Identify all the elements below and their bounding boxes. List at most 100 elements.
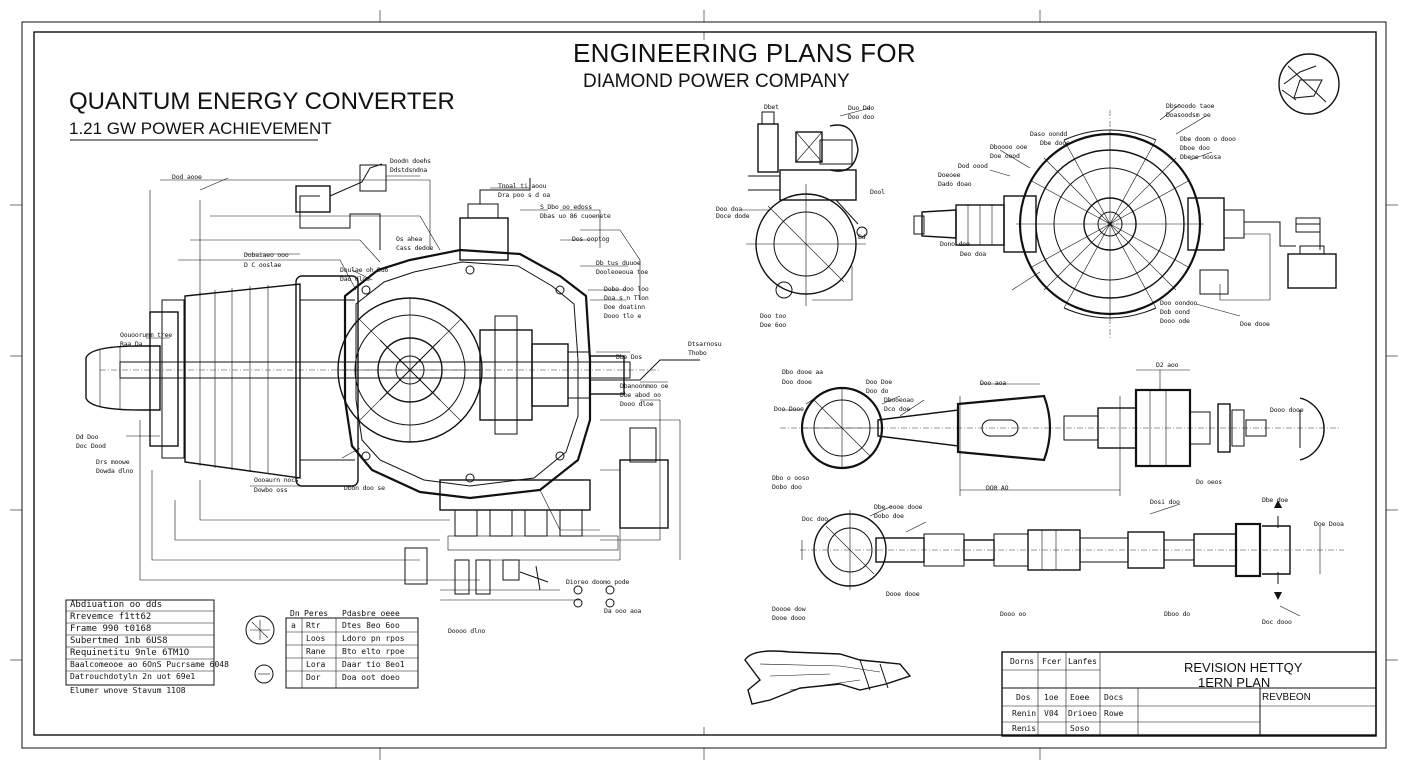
symbol-legend: [245, 615, 275, 684]
callout-label: Dobaiaeo ooo: [244, 251, 289, 259]
component-sketch: [744, 650, 912, 705]
callout-label: Oooaurn nocs: [254, 476, 299, 484]
title-block-frame: [1001, 651, 1377, 737]
callout-label: Doo do: [866, 387, 889, 395]
callout-label: Dboooo ooe: [990, 143, 1028, 151]
callout-label: D2 aoo: [1156, 361, 1179, 369]
project-subtitle: 1.21 GW POWER ACHIEVEMENT: [69, 119, 332, 138]
callout-label: Dob oond: [1160, 308, 1190, 316]
callout-label: Dos ooptog: [572, 235, 610, 243]
callout-label: Dra poo s d oa: [498, 191, 550, 199]
legend-table-header: Abdiuation oo dds: [70, 600, 163, 610]
callout-label: Dbeoe ooosa: [1180, 153, 1221, 161]
callout-label: Doo dooe: [782, 378, 812, 386]
title-block-cell: Eoee: [1070, 693, 1090, 702]
callout-label: Doe doatinn: [604, 303, 645, 311]
callout-label: Thobo: [688, 349, 707, 357]
callout-label: Dado doao: [938, 180, 972, 188]
callout-label: Dooe dooe: [886, 590, 920, 598]
callout-label: Dooo dloe: [620, 400, 654, 408]
callout-label: Dbet: [764, 103, 779, 111]
sheet-title-line2: DIAMOND POWER COMPANY: [583, 71, 850, 92]
sheet-border: [10, 10, 1398, 760]
callout-label: Doe 6oo: [760, 321, 786, 329]
callout-label: Doc doo: [802, 515, 828, 523]
callout-label: Do oeos: [1196, 478, 1222, 486]
callout-label: Dbe dooe: [1040, 139, 1070, 147]
parts-cell: Loos: [306, 634, 326, 643]
callout-label: Drs moowe: [96, 458, 130, 466]
callout-label: Dboe doo: [1180, 144, 1210, 152]
title-block-cell: Drioeo: [1068, 709, 1097, 718]
callout-label: Dco doe: [884, 405, 910, 413]
callout-label: Dobo doo: [772, 483, 802, 491]
callout-label: Dbooeoao: [884, 396, 914, 404]
callout-label: Doc Dood: [76, 442, 106, 450]
title-block-cell: Soso: [1070, 724, 1090, 733]
title-block-cell: Rowe: [1104, 709, 1124, 718]
callout-label: Dbe oooe dooe: [874, 503, 923, 511]
callout-label: Doe oood: [990, 152, 1020, 160]
callout-label: Os ahea: [396, 235, 422, 243]
callout-label: Dbsooodo taoe: [1166, 102, 1215, 110]
output-shaft-drawing: [800, 500, 1344, 617]
callout-label: Dooleoeoua toe: [596, 268, 648, 276]
callout-label: Dobo doe: [874, 512, 904, 520]
callout-label: Oouoorumm tree: [120, 331, 172, 339]
callout-label: Dd Doo: [76, 433, 99, 441]
parts-table-header: Pdasbre oeee: [342, 609, 400, 618]
revision-history-title: REVISION HETTQY: [1184, 660, 1303, 675]
title-block-header: Lanfes: [1068, 657, 1097, 666]
callout-label: Dosi doo: [1150, 498, 1180, 506]
callout-label: Dowbo oss: [254, 486, 288, 494]
callout-label: Dono doo: [940, 240, 970, 248]
title-block-cell: Renin: [1012, 709, 1037, 718]
drive-shaft-drawing: [780, 369, 1340, 496]
callout-label: Dbo o ooso: [772, 474, 810, 482]
callout-label: Dobo doo loo: [604, 285, 649, 293]
callout-label: Dioreo doomo pode: [566, 578, 630, 586]
revision-label: REVBEON: [1262, 692, 1311, 703]
callout-label: Dbe doe: [1262, 496, 1288, 504]
valve-mechanism-drawing: [742, 107, 871, 306]
callout-label: Doo doa: [716, 205, 742, 213]
legend-row: Subertmed 1nb 6US8: [70, 636, 168, 646]
company-logo: [1278, 53, 1340, 115]
callout-label: Dbe Dos: [616, 353, 642, 361]
parts-cell: Lora: [306, 660, 326, 669]
callout-label: Dooo ode: [1160, 317, 1190, 325]
callout-label: Dao dloe: [340, 275, 370, 283]
callout-label: Dbe doom o dooo: [1180, 135, 1236, 143]
revision-plan-subtitle: 1ERN PLAN: [1198, 675, 1271, 690]
callout-label: Daso oondd: [1030, 130, 1068, 138]
callout-label: Doc dooo: [1262, 618, 1292, 626]
callout-label: Deo doa: [960, 250, 986, 258]
legend-row: Elumer wnove Stavum 11O8: [70, 686, 186, 695]
title-block-cell: Docs: [1104, 693, 1124, 702]
callout-label: Doo doo: [848, 113, 874, 121]
callout-label: Doe Dooa: [1314, 520, 1344, 528]
callout-label: Dooe dooo: [772, 614, 806, 622]
title-block-cell: Dos: [1016, 693, 1031, 702]
callout-label: Db tus duuoe: [596, 259, 641, 267]
parts-table-header: Peres: [304, 609, 329, 618]
legend-table-frame: [65, 599, 215, 686]
callout-label: Doooe dow: [772, 605, 806, 613]
rotor-assembly-drawing: [913, 103, 1337, 340]
parts-cell: Rtr: [306, 621, 321, 630]
sheet-title-line1: ENGINEERING PLANS FOR: [573, 38, 916, 68]
parts-cell: Dtes 8eo 6oo: [342, 621, 400, 630]
callout-label: Doo Doe: [866, 378, 892, 386]
callout-label: Dboo do: [1164, 610, 1190, 618]
title-block-cell: V04: [1044, 709, 1059, 718]
callout-label: Doo aoa: [980, 379, 1006, 387]
parts-table-frame: [285, 617, 419, 689]
title-block-header: Dorns: [1010, 657, 1035, 666]
callout-label: Doasoodsm oe: [1166, 111, 1211, 119]
callout-label: Doce dode: [716, 212, 750, 220]
parts-cell: a: [291, 621, 296, 630]
parts-cell: Doa oot doeo: [342, 673, 400, 682]
callout-label: S Dbo oo edoss: [540, 203, 592, 211]
